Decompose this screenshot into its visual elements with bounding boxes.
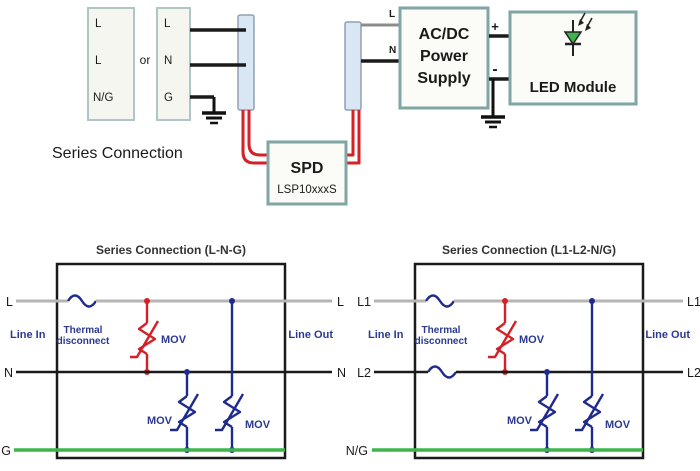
led-module-box: LED Module: [508, 10, 638, 106]
spd-frame: [266, 140, 348, 206]
line-out-label: Line Out: [288, 329, 333, 341]
label-n-left: N: [4, 366, 13, 380]
input-ground-symbol: [202, 97, 226, 125]
input-box-a-frame: [87, 7, 135, 121]
led-diode-icon: [563, 12, 593, 56]
input-b-label-n: N: [164, 55, 172, 67]
input-b-label-l: L: [164, 18, 171, 30]
mov-l1-l2-label: MOV: [519, 334, 545, 346]
l2-wave-icon: [426, 365, 458, 379]
red-wire-in-2: [247, 110, 268, 157]
plus-label: +: [491, 19, 499, 34]
psu-box: AC/DC Power Supply: [398, 6, 490, 110]
mov-l-g-label: MOV: [245, 419, 271, 431]
input-a-label-ng: N/G: [93, 92, 114, 104]
spd-box: SPD LSP10xxxS: [266, 140, 348, 206]
output-terminal-block: [344, 21, 362, 111]
label-l1-right: L1: [687, 295, 700, 309]
line-in-label-r: Line In: [368, 329, 404, 341]
red-wire-out-1: [346, 110, 355, 157]
spd-title: SPD: [291, 160, 324, 177]
input-a-label-l2: L: [95, 55, 102, 67]
psu-ground-symbol: [481, 79, 505, 129]
mov-l-n: [130, 298, 160, 375]
spd-model: LSP10xxxS: [277, 184, 337, 196]
psu-line1: AC/DC: [419, 26, 470, 43]
thermal-label-2: disconnect: [57, 336, 110, 347]
thermal-label-1-r: Thermal: [422, 325, 461, 336]
label-ng-left: N/G: [346, 444, 368, 458]
input-terminal-block: [237, 14, 255, 111]
mov-l2-ng-label: MOV: [507, 415, 533, 427]
line-out-label-r: Line Out: [645, 329, 690, 341]
led-module-label: LED Module: [530, 79, 617, 96]
schematic-lng-title: Series Connection (L-N-G): [96, 243, 246, 257]
input-b-label-g: G: [164, 92, 173, 104]
label-n-right: N: [337, 366, 346, 380]
schematic-l1l2ng-enclosure: [413, 262, 645, 460]
or-label: or: [140, 53, 151, 67]
mov-l-n-label: MOV: [161, 334, 187, 346]
line-in-label: Line In: [10, 329, 46, 341]
label-l-right: L: [337, 295, 344, 309]
surge-wires-out: [346, 110, 361, 165]
thermal-disconnect-icon: [66, 294, 98, 308]
psu-wire-n-label: N: [389, 45, 396, 56]
input-box-b-frame: [156, 7, 191, 121]
mains-wires: [190, 28, 246, 99]
psu-input-wires: L N: [361, 9, 400, 63]
surge-wires-in: [241, 110, 268, 165]
mov-n-g-label: MOV: [147, 415, 173, 427]
series-connection-caption: Series Connection: [52, 145, 183, 162]
psu-line3: Supply: [417, 70, 470, 87]
psu-line2: Power: [420, 48, 468, 65]
thermal-label-2-r: disconnect: [415, 336, 468, 347]
schematic-lng-enclosure: [55, 262, 287, 460]
label-l-left: L: [6, 295, 13, 309]
mov-l1-ng-label: MOV: [605, 419, 631, 431]
top-wiring-diagram: L L N/G or L N G: [52, 6, 638, 206]
thermal-label-1: Thermal: [64, 325, 103, 336]
thermal-disconnect-icon-r: [424, 294, 456, 308]
red-wire-out-2: [346, 110, 361, 165]
red-wire-in-1: [241, 110, 268, 165]
schematic-l1l2ng: Series Connection (L1-L2-N/G) L1 L1 Line…: [346, 243, 700, 460]
input-option-box-a: L L N/G: [87, 7, 135, 121]
input-a-label-l1: L: [95, 18, 102, 30]
label-l1-left: L1: [357, 295, 371, 309]
minus-label: -: [492, 61, 497, 78]
psu-frame: [398, 6, 490, 110]
schematic-l1l2ng-title: Series Connection (L1-L2-N/G): [442, 243, 616, 257]
label-l2-right: L2: [687, 366, 700, 380]
label-g-left: G: [1, 444, 11, 458]
label-l2-left: L2: [357, 366, 371, 380]
input-option-box-b: L N G: [156, 7, 191, 121]
schematic-lng: Series Connection (L-N-G) L L Line In Li…: [1, 243, 346, 460]
psu-wire-l-label: L: [389, 9, 395, 20]
psu-output-wires: + -: [489, 19, 511, 81]
